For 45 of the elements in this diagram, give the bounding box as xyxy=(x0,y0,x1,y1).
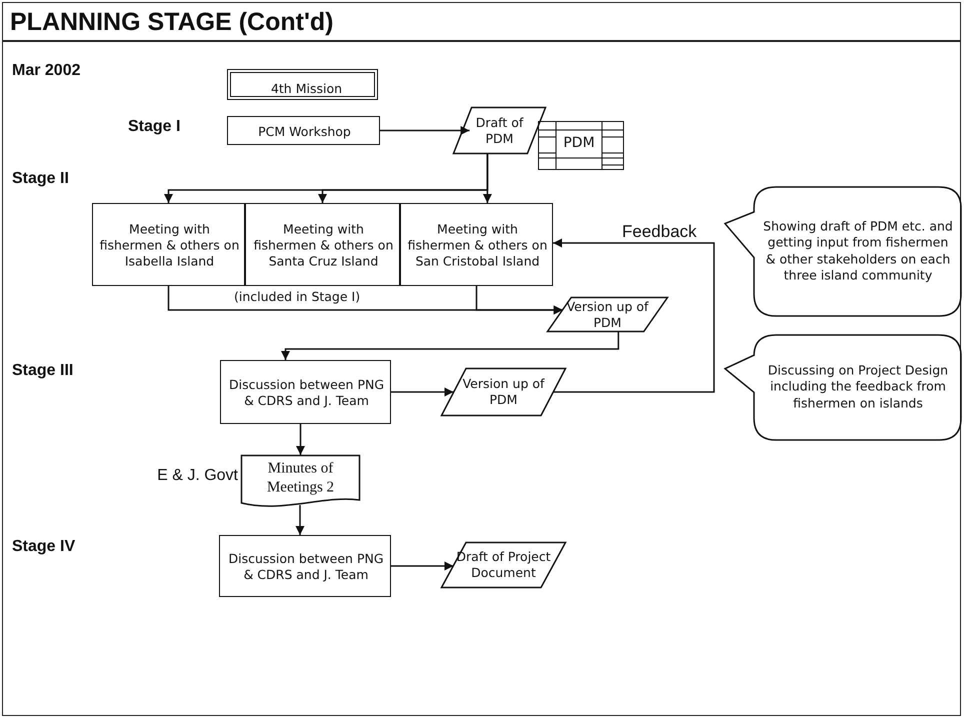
arrow xyxy=(380,126,470,135)
data-parallelogram xyxy=(453,107,546,154)
stage-label: Stage IV xyxy=(12,538,76,556)
side-label: E & J. Govt xyxy=(157,467,238,485)
box-text: Meeting with fishermen & others on San Cristobal Island xyxy=(406,221,548,270)
double-border-box xyxy=(227,69,378,100)
process-box xyxy=(400,203,553,286)
arrow xyxy=(391,388,454,396)
process-box xyxy=(219,535,391,597)
arrow xyxy=(296,505,304,535)
stage-label: Stage I xyxy=(128,118,180,136)
box-text: Minutes of Meetings 2 xyxy=(266,459,336,497)
stage-label: Stage III xyxy=(12,362,74,380)
stage-label: Stage II xyxy=(12,170,69,188)
arrow xyxy=(553,238,715,393)
arrow xyxy=(391,562,454,570)
box-text: Draft of PDM xyxy=(474,114,524,147)
date-label: Mar 2002 xyxy=(12,62,80,80)
callout-text: Discussing on Project Design including the feedback from fishermen on islands xyxy=(766,362,950,412)
box-text: Version up of PDM xyxy=(462,376,546,408)
box-text: Draft of Project Document xyxy=(456,548,551,582)
process-box xyxy=(220,360,391,424)
box-text: PCM Workshop xyxy=(257,123,352,140)
speech-bubble xyxy=(724,186,962,320)
callout-text: Showing draft of PDM etc. and getting input from fishermen & other stakeholders on each three island community xyxy=(762,218,954,284)
data-parallelogram xyxy=(547,297,668,332)
data-parallelogram xyxy=(441,368,566,416)
arrow xyxy=(482,154,492,203)
box-text: Discussion between PNG & CDRS and J. Team xyxy=(228,376,386,410)
process-box xyxy=(92,203,245,286)
box-text: Version up of PDM xyxy=(566,298,650,331)
arrow xyxy=(296,424,305,455)
process-box xyxy=(227,116,380,145)
speech-bubble xyxy=(724,334,962,444)
box-text: Meeting with fishermen & others on Santa Cruz Island xyxy=(252,221,394,270)
box-text: 4th Mission xyxy=(270,80,344,97)
box-text: Meeting with fishermen & others on Isabella Island xyxy=(98,221,240,270)
data-parallelogram xyxy=(441,542,566,588)
table-drawing xyxy=(538,121,624,170)
arrow xyxy=(281,332,620,360)
slide-title: PLANNING STAGE (Cont'd) xyxy=(10,8,334,37)
process-box xyxy=(245,203,400,286)
box-text: Discussion between PNG & CDRS and J. Team xyxy=(227,550,385,584)
edge-label: (included in Stage I) xyxy=(232,289,362,305)
arrow xyxy=(476,286,563,314)
